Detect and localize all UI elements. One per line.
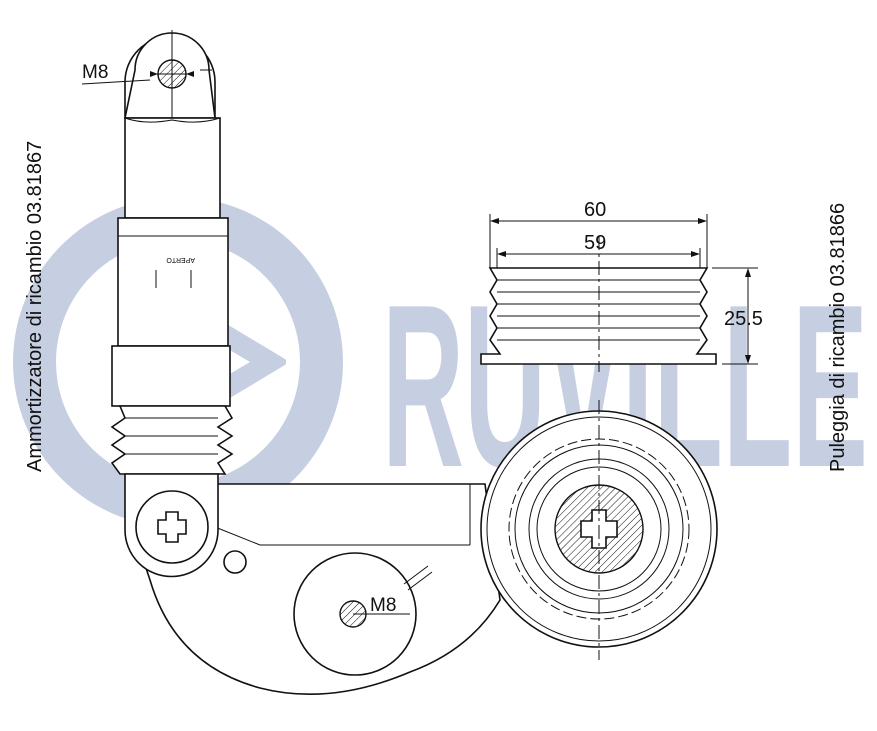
- dimension-60-label: 60: [584, 199, 606, 221]
- dimension-60: 60: [489, 199, 708, 268]
- top-bolt-label: M8: [82, 62, 108, 83]
- arm-hole: [223, 550, 247, 574]
- dimension-25-5-label: 25.5: [724, 308, 763, 330]
- damper-body: APERTO: [110, 30, 234, 578]
- torx-socket-icon: [157, 511, 187, 543]
- dimension-59: 59: [496, 232, 701, 268]
- dimension-25-5: 25.5: [712, 267, 763, 365]
- pulley-caption: Puleggia di ricambio 03.81866: [827, 203, 849, 472]
- tensioner-caption: Ammortizzatore di ricambio 03.81867: [24, 141, 46, 472]
- pivot-bolt-label: M8: [370, 595, 396, 616]
- pulley-side-view: [480, 236, 717, 372]
- pivot-boss: M8: [293, 552, 433, 676]
- idler-pulley: [480, 400, 718, 660]
- open-mark-label: APERTO: [166, 256, 195, 263]
- dimension-59-label: 59: [584, 232, 606, 254]
- top-bolt-dimension: M8: [81, 62, 212, 85]
